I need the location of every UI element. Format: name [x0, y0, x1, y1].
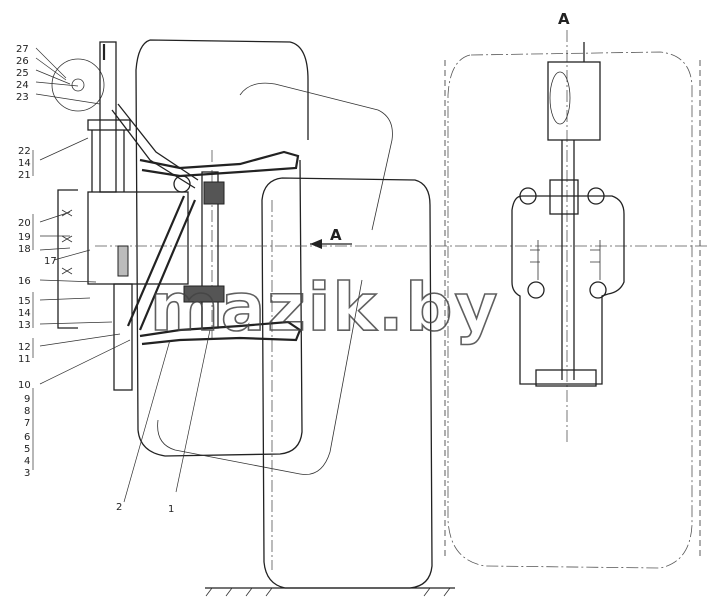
- part-number: 2: [116, 502, 122, 513]
- view-a-mast: [547, 61, 601, 141]
- part-number: 16: [18, 276, 31, 287]
- pivot-joint: [173, 175, 191, 193]
- part-number: 22: [18, 146, 31, 157]
- center-lines: [95, 30, 708, 445]
- part-number: 7: [24, 418, 30, 429]
- view-a-bolt-br: [589, 281, 607, 299]
- tire-view-a: [447, 51, 693, 569]
- bolt-marks: [61, 209, 73, 275]
- part-number: 12: [18, 342, 31, 353]
- view-a-title: A: [558, 10, 570, 28]
- view-a-clamp: [549, 179, 579, 215]
- part-number: 17: [44, 256, 57, 267]
- leaders-upper: [35, 47, 101, 105]
- side-bracket: [57, 189, 78, 329]
- part-number: 21: [18, 170, 31, 181]
- rim-upper: [139, 150, 300, 178]
- rim-lower: [139, 320, 302, 346]
- part-number: 26: [16, 56, 29, 67]
- tire-upper: [135, 39, 309, 457]
- diagonal-rod: [111, 103, 199, 189]
- part-number: 3: [24, 468, 30, 479]
- hub-nut-top: [203, 181, 225, 205]
- strut: [126, 195, 197, 331]
- part-number: 20: [18, 218, 31, 229]
- part-number: 6: [24, 432, 30, 443]
- part-number: 5: [24, 444, 30, 455]
- part-number: 14: [18, 158, 31, 169]
- view-a-plate: [511, 195, 625, 385]
- leaders-lower: [39, 279, 131, 385]
- tire-tilted: [157, 82, 393, 475]
- part-number: 14: [18, 308, 31, 319]
- ground: [205, 587, 455, 597]
- view-a-bolt-tl: [519, 187, 537, 205]
- part-number: 13: [18, 320, 31, 331]
- ground-hatch: [205, 587, 451, 597]
- part-number: 1: [168, 504, 174, 515]
- part-number: 18: [18, 244, 31, 255]
- part-number: 9: [24, 394, 30, 405]
- side-view-assembly: [51, 41, 302, 391]
- part-number: 19: [18, 232, 31, 243]
- slot-plate: [117, 245, 129, 277]
- arrow-head: [310, 239, 322, 249]
- guide-mast: [99, 41, 117, 193]
- view-a-bolt-tr: [587, 187, 605, 205]
- part-number-labels: 27 26 25 24 23 22 14 21 20 19 18 17 16 1…: [16, 44, 174, 515]
- clamp-upper: [87, 119, 131, 131]
- part-number: 23: [16, 92, 29, 103]
- leader-lines: [32, 47, 211, 503]
- tire-lower: [261, 177, 433, 589]
- part-number: 15: [18, 296, 31, 307]
- view-a-pulley: [549, 71, 571, 125]
- part-number: 25: [16, 68, 29, 79]
- pulley-disc: [51, 58, 105, 112]
- pulley-hub: [71, 78, 85, 92]
- part-number: 4: [24, 456, 30, 467]
- hub-web: [201, 171, 219, 329]
- hub-clamp-bottom: [183, 285, 225, 303]
- part-number: 27: [16, 44, 29, 55]
- part-number: 10: [18, 380, 31, 391]
- leaders-middle: [39, 137, 91, 261]
- leaders-bottom: [123, 329, 211, 503]
- view-a-base: [535, 369, 597, 387]
- part-number: 11: [18, 354, 31, 365]
- part-number: 8: [24, 406, 30, 417]
- lower-strip: [113, 283, 133, 391]
- view-a-guides: [530, 240, 601, 280]
- watermark-text: mazik.by: [150, 269, 500, 346]
- view-a-bolt-bl: [527, 281, 545, 299]
- view-arrow: [310, 239, 352, 249]
- view-arrow-label: A: [330, 226, 342, 244]
- mounting-plate: [87, 191, 189, 285]
- view-a-assembly: [511, 42, 625, 387]
- part-number: 24: [16, 80, 29, 91]
